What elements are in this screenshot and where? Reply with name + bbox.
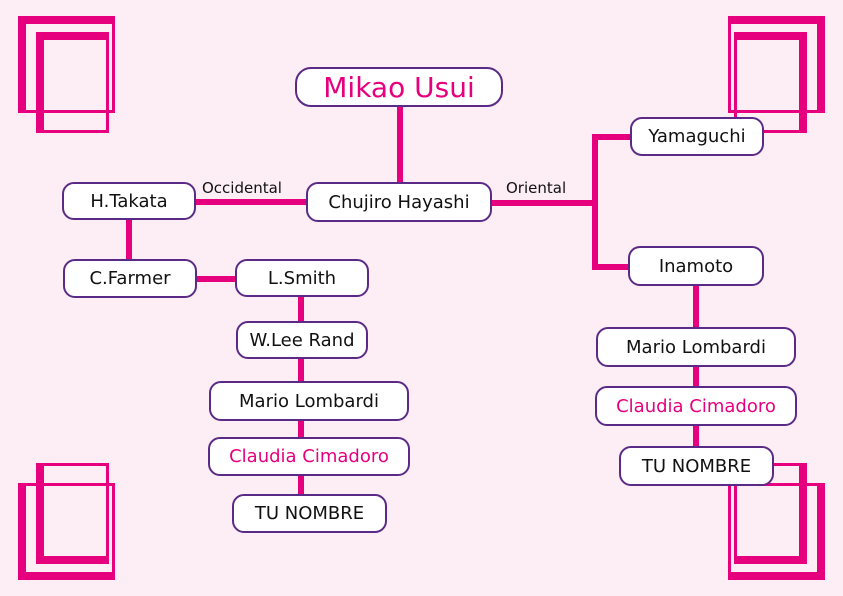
- connector-takata-farmer: [126, 220, 132, 260]
- connector-east-yamaguchi: [592, 134, 632, 140]
- node-farmer: C.Farmer: [63, 259, 197, 298]
- node-lombardi-east: Mario Lombardi: [596, 327, 796, 367]
- connector-lombardi-cimadoro-east: [693, 366, 699, 388]
- connector-farmer-smith: [196, 276, 236, 282]
- node-smith: L.Smith: [235, 259, 369, 297]
- node-lombardi-west: Mario Lombardi: [209, 381, 409, 421]
- connector-inamoto-lombardi: [693, 286, 699, 328]
- node-inamoto: Inamoto: [628, 246, 764, 286]
- node-nombre-west: TU NOMBRE: [232, 494, 387, 533]
- corner-bracket-top-left-outer: [18, 16, 115, 113]
- connector-center-takata: [196, 199, 308, 205]
- node-center: Chujiro Hayashi: [306, 182, 492, 222]
- connector-cimadoro-nombre-west: [298, 475, 304, 495]
- corner-bracket-top-right-inner: [734, 32, 807, 133]
- node-root: Mikao Usui: [295, 67, 503, 107]
- node-yamaguchi: Yamaguchi: [630, 117, 764, 156]
- corner-bracket-bottom-right-outer: [728, 483, 825, 580]
- connector-east-inamoto: [592, 264, 630, 270]
- corner-bracket-bottom-left-inner: [36, 463, 109, 564]
- connector-cimadoro-nombre-east: [693, 426, 699, 448]
- connector-rand-lombardi-west: [298, 358, 304, 382]
- node-cimadoro-east: Claudia Cimadoro: [595, 386, 797, 426]
- branch-label-occidental: Occidental: [202, 179, 282, 197]
- connector-root-center: [397, 104, 403, 184]
- node-takata: H.Takata: [62, 182, 196, 220]
- corner-bracket-top-right-outer: [728, 16, 825, 113]
- corner-bracket-bottom-left-outer: [18, 483, 115, 580]
- connector-center-east: [490, 200, 596, 206]
- connector-lombardi-cimadoro-west: [298, 420, 304, 440]
- node-cimadoro-west: Claudia Cimadoro: [208, 437, 410, 476]
- node-rand: W.Lee Rand: [236, 321, 368, 359]
- corner-bracket-top-left-inner: [36, 32, 109, 133]
- node-nombre-east: TU NOMBRE: [619, 446, 774, 486]
- connector-east-vertical: [592, 134, 598, 270]
- branch-label-oriental: Oriental: [506, 179, 567, 197]
- connector-smith-rand: [298, 296, 304, 322]
